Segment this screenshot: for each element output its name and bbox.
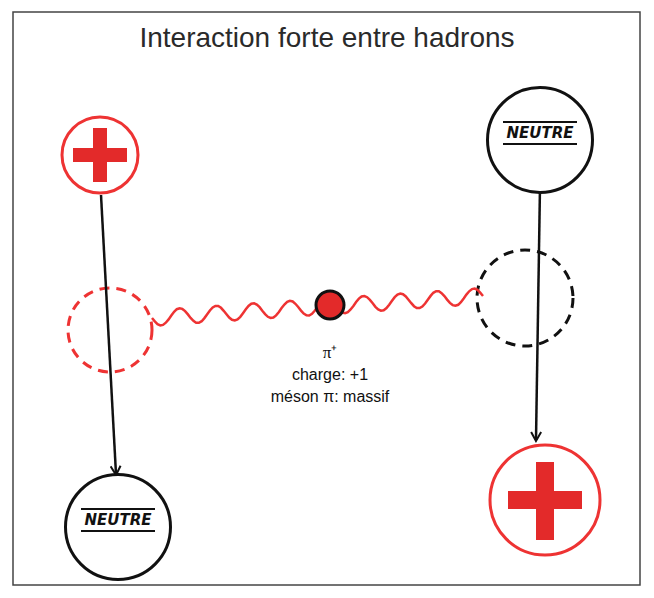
plus-symbol xyxy=(73,128,127,182)
frame xyxy=(13,12,640,585)
pion-label: charge: +1 xyxy=(289,366,371,384)
time-arrow xyxy=(536,186,540,440)
pion-label: méson π: massif xyxy=(268,388,393,406)
plus-symbol xyxy=(508,462,582,540)
exchange-wave xyxy=(152,289,483,326)
positive-hadron xyxy=(490,445,600,555)
neutral-hadron: NEUTRE xyxy=(486,86,594,194)
hadron-label: NEUTRE xyxy=(81,508,154,532)
positive-hadron xyxy=(62,117,138,193)
neutral-hadron: NEUTRE xyxy=(64,473,172,581)
intermediate-state xyxy=(477,250,573,346)
time-arrow xyxy=(101,195,116,474)
hadron-label: NEUTRE xyxy=(503,121,576,145)
diagram-title: Interaction forte entre hadrons xyxy=(0,22,654,54)
pion-dot xyxy=(316,291,344,319)
pion-label: π⁺ xyxy=(320,340,341,363)
